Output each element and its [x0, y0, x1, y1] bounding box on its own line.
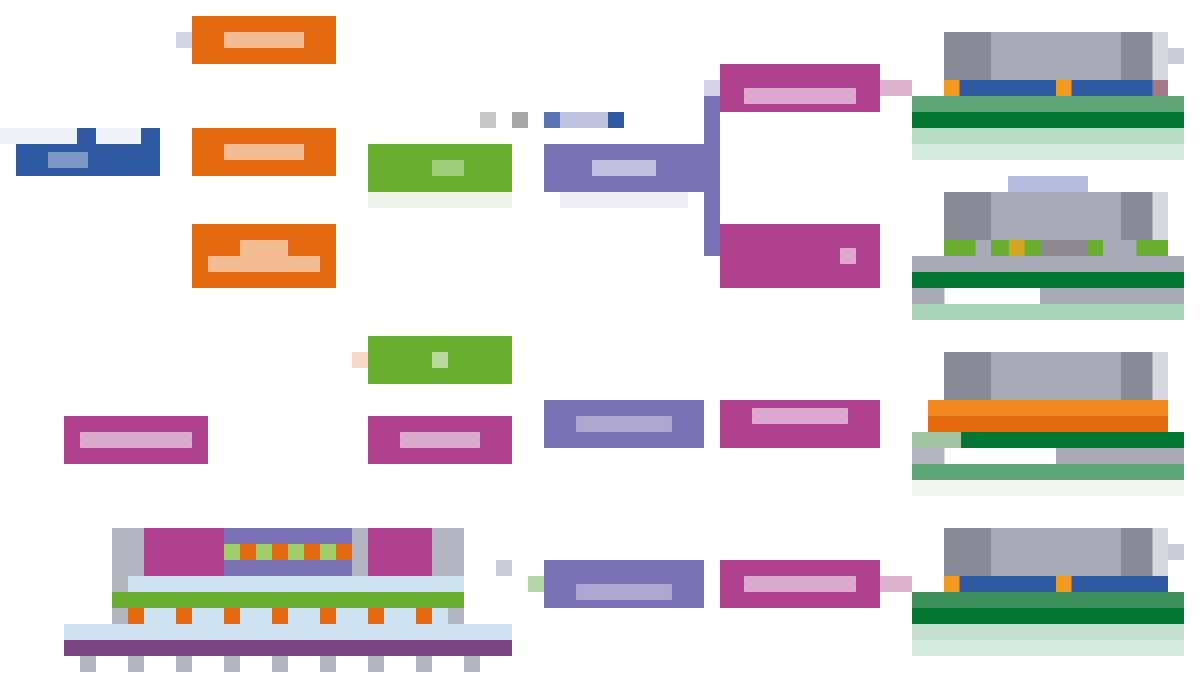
- server-3-rack-bar: [912, 432, 1184, 448]
- purple-node-2[interactable]: [544, 400, 704, 448]
- server-icon: [944, 528, 1168, 576]
- dot-icon: [480, 112, 496, 128]
- orange-node-1[interactable]: [192, 16, 336, 64]
- bottom-device-pale-row: [128, 576, 464, 592]
- server-2-rack-bar: [912, 272, 1184, 288]
- green-node-1-shadow: [368, 192, 512, 208]
- purple-node-3[interactable]: [544, 560, 704, 608]
- server-icon: [944, 32, 1168, 80]
- server-3-orange-bar: [928, 400, 1168, 432]
- dot-icon: [496, 560, 512, 576]
- magenta-right-3[interactable]: [720, 400, 880, 448]
- magenta-right-4[interactable]: [720, 560, 880, 608]
- server-3-rack-floor: [912, 464, 1184, 480]
- server-4-rack-top: [912, 592, 1184, 608]
- server-icon: [944, 192, 1168, 240]
- magenta-right-2[interactable]: [720, 224, 880, 288]
- magenta-right-1[interactable]: [720, 64, 880, 112]
- server-1-rack-floor: [912, 144, 1184, 160]
- bottom-device-purple-band: [224, 528, 352, 544]
- bottom-device-green-bar: [112, 592, 464, 608]
- server-2-rack-floor: [912, 304, 1184, 320]
- server-2-top-tab: [1008, 176, 1088, 192]
- server-1-led-row: [944, 80, 1168, 96]
- magenta-left-node[interactable]: [64, 416, 208, 464]
- dot-icon: [352, 352, 368, 368]
- dot-icon: [176, 32, 192, 48]
- purple-node-1[interactable]: [544, 144, 704, 192]
- dot-icon: [1168, 48, 1184, 64]
- bottom-device-magenta-left: [144, 528, 224, 576]
- dot-icon: [1168, 544, 1184, 560]
- bottom-device-pale-row-2: [64, 624, 512, 640]
- server-1-rack-top: [912, 96, 1184, 112]
- purple-node-1-header: [544, 112, 624, 128]
- bottom-device-base: [64, 640, 512, 656]
- purple-node-1-shadow: [560, 192, 688, 208]
- left-blue-node-header: [0, 128, 160, 144]
- server-4-rack-bar: [912, 608, 1184, 624]
- dot-icon: [880, 576, 912, 592]
- server-icon: [944, 352, 1168, 400]
- server-3-rack-row: [912, 448, 1184, 464]
- dot-icon: [880, 80, 912, 96]
- server-1-rack-shade: [912, 128, 1184, 144]
- server-2-led-row: [944, 240, 1168, 256]
- bottom-device-magenta-right: [368, 528, 432, 576]
- green-node-2[interactable]: [368, 336, 512, 384]
- bracket-connector: [704, 96, 720, 256]
- orange-node-3[interactable]: [192, 224, 336, 288]
- left-blue-node[interactable]: [16, 144, 160, 176]
- server-2-rack-row: [912, 256, 1184, 272]
- bottom-device-purple-band-2: [224, 560, 352, 576]
- magenta-mid-node[interactable]: [368, 416, 512, 464]
- bottom-device-port-row: [224, 544, 352, 560]
- bracket-stub-top: [704, 80, 720, 96]
- server-2-rack-shade: [912, 288, 1184, 304]
- green-node-1[interactable]: [368, 144, 512, 192]
- server-4-rack-floor: [912, 640, 1184, 656]
- dot-icon: [528, 576, 544, 592]
- orange-node-2[interactable]: [192, 128, 336, 176]
- server-4-led-row: [944, 576, 1168, 592]
- server-1-rack-bar: [912, 112, 1184, 128]
- server-4-rack-shade: [912, 624, 1184, 640]
- bottom-device-feet: [80, 656, 512, 672]
- dot-icon: [512, 112, 528, 128]
- server-3-rack-shadow: [912, 480, 1184, 496]
- bottom-device-orange-ports: [128, 608, 448, 624]
